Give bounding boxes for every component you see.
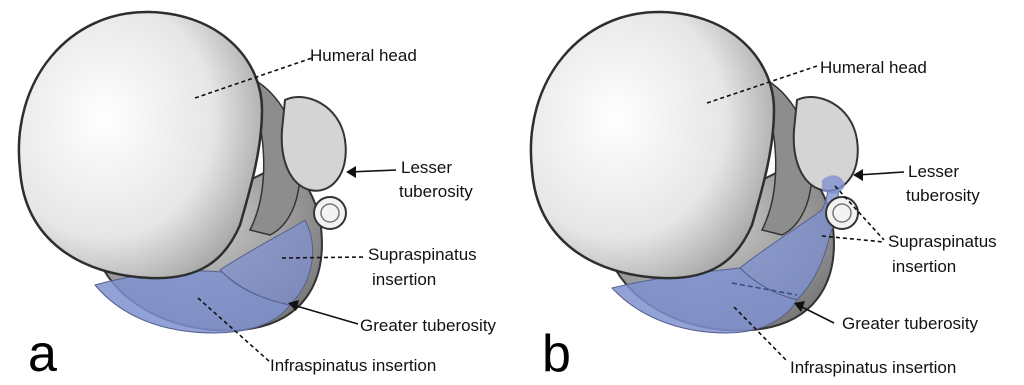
panel-letter-b: b [542,328,571,380]
label-supraspinatus-line2-b: insertion [892,255,956,279]
label-supraspinatus-line1-a: Supraspinatus [368,243,477,267]
label-lesser-tuberosity-line2-b: tuberosity [906,184,980,208]
label-lesser-tuberosity-line1-b: Lesser [908,160,959,184]
label-infraspinatus-a: Infraspinatus insertion [270,354,436,378]
lesser-tuberosity-shape-b [794,97,858,191]
panel-b: Humeral head Lesser tuberosity Supraspin… [512,0,1024,385]
label-humeral-head-b: Humeral head [820,56,927,80]
label-lesser-tuberosity-line1-a: Lesser [401,156,452,180]
panel-a: Humeral head Lesser tuberosity Supraspin… [0,0,512,385]
humeral-head-shape-a [19,12,262,278]
tendon-icon-a [314,197,346,229]
label-humeral-head-a: Humeral head [310,44,417,68]
label-greater-tuberosity-b: Greater tuberosity [842,312,978,336]
label-infraspinatus-b: Infraspinatus insertion [790,356,956,380]
label-supraspinatus-line1-b: Supraspinatus [888,230,997,254]
tendon-icon-b [826,197,858,229]
lesser-tuberosity-shape-a [282,97,346,191]
panel-letter-a: a [28,328,57,380]
label-supraspinatus-line2-a: insertion [372,268,436,292]
humeral-head-shape-b [531,12,774,278]
label-greater-tuberosity-a: Greater tuberosity [360,314,496,338]
label-lesser-tuberosity-line2-a: tuberosity [399,180,473,204]
